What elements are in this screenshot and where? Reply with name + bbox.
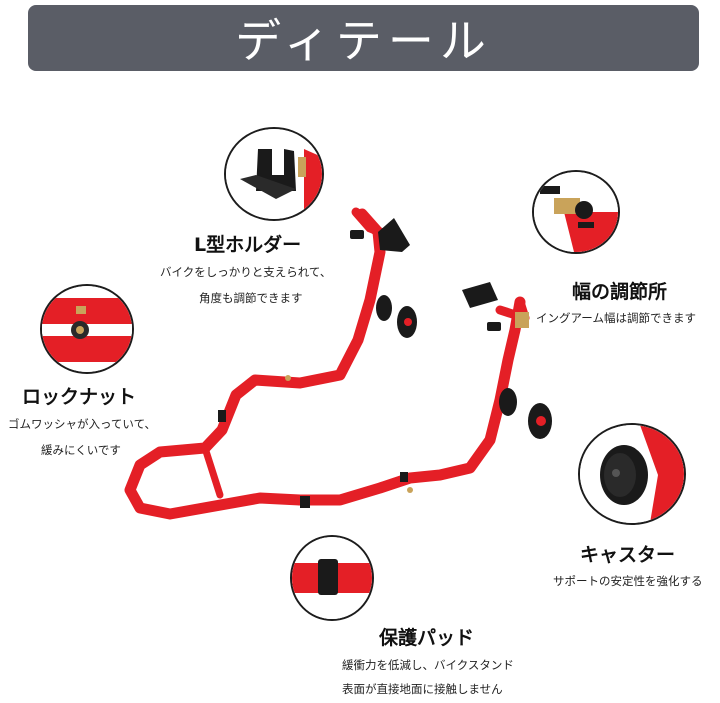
caster-wheel-icon — [580, 425, 684, 523]
page-title: ディテール — [235, 14, 492, 68]
width-adjust-detail-circle — [532, 170, 620, 254]
l-holder-detail-circle — [224, 127, 324, 221]
l-holder-icon — [226, 129, 322, 219]
width-adjust-title: 幅の調節所 — [572, 281, 668, 303]
l-holder-desc-line-1: バイクをしっかりと支えられて、 — [160, 265, 332, 279]
right-caster-wheels — [499, 388, 552, 439]
caster-detail-circle — [578, 423, 686, 525]
left-l-holder — [350, 218, 410, 252]
width-knob-icon — [534, 172, 618, 252]
rubber-pad-icon — [292, 537, 372, 619]
l-holder-title: L型ホルダー — [194, 234, 302, 256]
lock-nut-desc-line-2: 緩みにくいです — [41, 443, 121, 457]
lock-nut-title: ロックナット — [22, 386, 137, 408]
header-banner: ディテール — [28, 5, 699, 71]
pad-title: 保護パッド — [379, 627, 475, 649]
caster-desc-line-1: サポートの安定性を強化する — [553, 574, 703, 588]
l-holder-desc-line-2: 角度も調節できます — [199, 291, 303, 305]
lock-nut-icon — [42, 286, 132, 372]
left-caster-wheels — [376, 295, 417, 338]
right-l-holder — [462, 282, 529, 331]
pad-desc-line-1: 緩衝力を低減し、バイクスタンド — [342, 658, 514, 672]
pad-detail-circle — [290, 535, 374, 621]
pad-desc-line-2: 表面が直接地面に接触しません — [342, 682, 503, 696]
width-adjust-desc-line-1: イングアーム幅は調節できます — [536, 311, 696, 325]
lock-nut-detail-circle — [40, 284, 134, 374]
caster-title: キャスター — [580, 544, 676, 566]
lock-nut-desc-line-1: ゴムワッシャが入っていて、 — [8, 417, 157, 431]
